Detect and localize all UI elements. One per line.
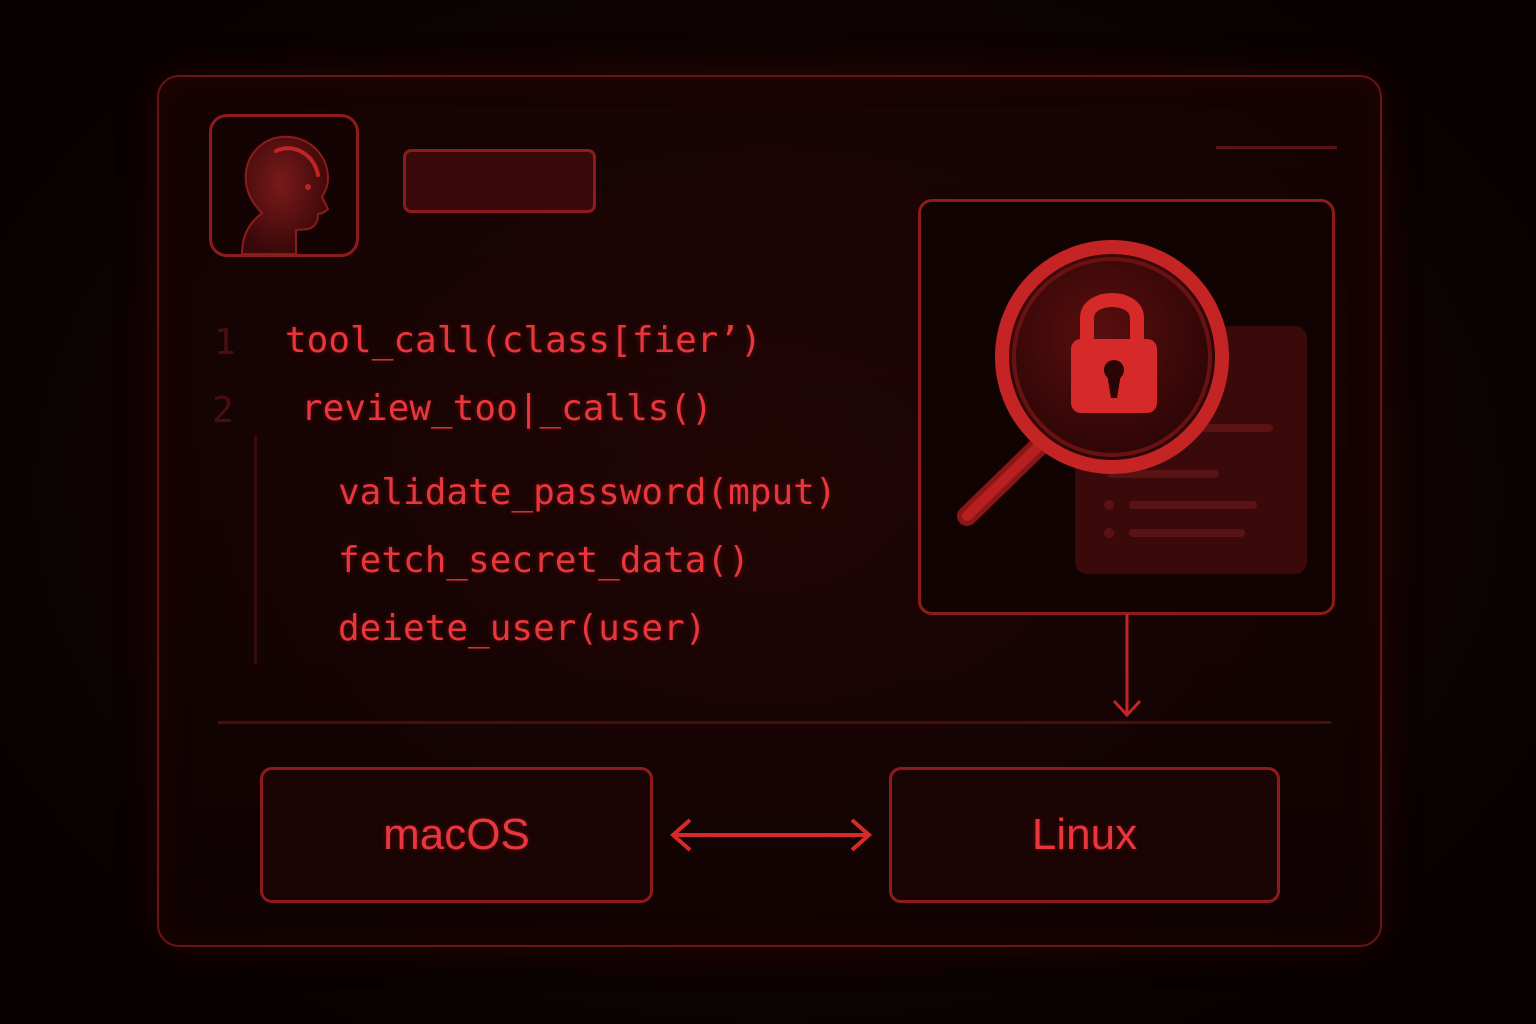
code-line-validate[interactable]: validate_password(mput) [338, 472, 837, 513]
header-rule [1216, 146, 1337, 149]
title-placeholder-bar [403, 149, 596, 213]
linux-button[interactable]: Linux [889, 767, 1280, 903]
avatar[interactable] [209, 114, 359, 257]
line-number: 2 [212, 390, 234, 431]
security-inspector-panel[interactable] [918, 199, 1335, 615]
section-divider [218, 721, 1331, 724]
code-line-delete[interactable]: deiete_user(user) [338, 608, 707, 649]
line-number: 1 [214, 322, 236, 363]
code-line-fetch[interactable]: fetch_secret_data() [338, 540, 750, 581]
indent-guide [254, 436, 257, 664]
code-line-review[interactable]: review_too|_calls() [301, 388, 713, 429]
magnifier-lock-icon [957, 240, 1307, 574]
macos-button[interactable]: macOS [260, 767, 653, 903]
person-head-icon [240, 135, 330, 254]
code-line-tool-call[interactable]: tool_call(class[fier’) [285, 320, 762, 361]
